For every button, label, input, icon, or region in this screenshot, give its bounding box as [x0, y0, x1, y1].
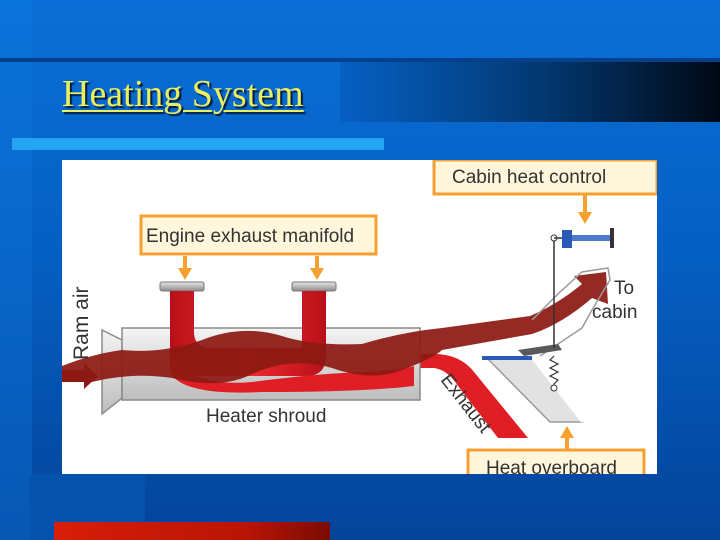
- title-gradient-band: [340, 62, 720, 122]
- engine-exhaust-manifold-label: Engine exhaust manifold: [146, 226, 354, 247]
- heated-air-flow: [62, 272, 608, 384]
- title-underline-bar: [12, 138, 384, 150]
- heater-shroud-label: Heater shroud: [206, 406, 326, 427]
- to-cabin-label-line1: To: [614, 278, 634, 299]
- bottom-red-bar: [54, 522, 330, 540]
- cabin-outlet-duct: [531, 267, 611, 357]
- cabin-heat-control-knob: [554, 228, 614, 248]
- ram-air-label: Ram air: [70, 286, 93, 360]
- engine-exhaust-manifold-box: [139, 214, 378, 256]
- heat-overboard-label: Heat overboard: [486, 458, 617, 474]
- cabin-heat-control-box: [432, 160, 657, 196]
- title-band-top-line: [0, 58, 720, 62]
- heat-overboard-box: [466, 448, 646, 474]
- to-cabin-label-line2: cabin: [592, 302, 637, 323]
- left-decorative-strip: [0, 0, 32, 540]
- slide-title: Heating System: [62, 73, 304, 115]
- exhaust-pipe-body: [392, 354, 528, 438]
- cabin-heat-control-label: Cabin heat control: [452, 167, 606, 188]
- heating-system-diagram: Cabin heat control Engine exhaust manifo…: [62, 160, 657, 474]
- label-pointer-arrows: [178, 194, 592, 456]
- ram-air-arrow: [62, 363, 98, 389]
- heat-valve-flap: [482, 344, 562, 360]
